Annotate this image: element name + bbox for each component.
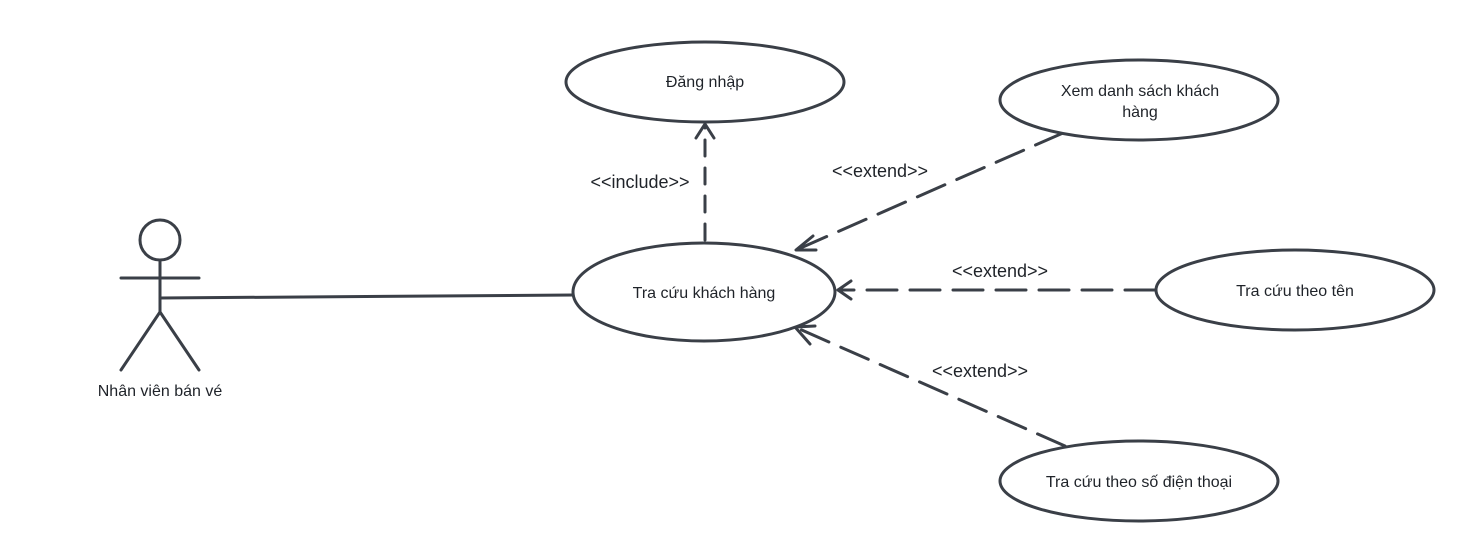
use-case-list[interactable] xyxy=(998,58,1280,142)
use-case-login[interactable] xyxy=(564,40,846,124)
actor-figure[interactable] xyxy=(119,218,201,372)
use-case-list-label-line1: Xem danh sách khách xyxy=(1061,83,1219,100)
extend-phone-label: <<extend>> xyxy=(932,361,1028,381)
actor-right-leg xyxy=(158,310,201,372)
use-case-list-label-line2: hàng xyxy=(1122,104,1158,121)
use-case-by-phone[interactable] xyxy=(998,439,1280,523)
extend-list-line xyxy=(794,131,1065,252)
extend-phone-line xyxy=(793,325,1067,448)
actor-left-leg xyxy=(119,310,162,372)
use-case-by-name[interactable] xyxy=(1154,248,1436,332)
extend-name-arrowhead xyxy=(836,279,853,301)
use-case-login-label: Đăng nhập xyxy=(666,74,744,91)
use-case-by-phone-label: Tra cứu theo số điện thoại xyxy=(1046,474,1232,491)
actor-label: Nhân viên bán vé xyxy=(98,383,223,400)
actor-head xyxy=(138,218,182,262)
use-case-by-name-label: Tra cứu theo tên xyxy=(1236,283,1354,300)
use-case-lookup-label: Tra cứu khách hàng xyxy=(633,285,776,302)
association-line xyxy=(158,293,576,300)
extend-list-label: <<extend>> xyxy=(832,161,928,181)
use-case-lookup[interactable] xyxy=(571,241,837,343)
extend-name-label: <<extend>> xyxy=(952,261,1048,281)
include-label: <<include>> xyxy=(590,172,689,192)
extend-list-arrowhead xyxy=(794,234,818,252)
include-arrowhead xyxy=(694,122,716,140)
